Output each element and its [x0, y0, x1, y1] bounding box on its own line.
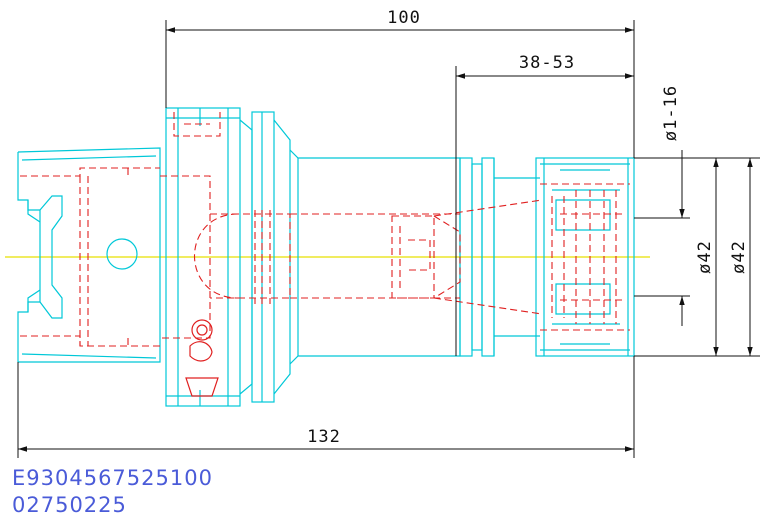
dim-d42-inner-label: ø42 [695, 240, 715, 274]
coolant-screw-circle [191, 319, 213, 341]
solid-red-details [185, 319, 219, 397]
dim-d1-16-label: ø1-16 [661, 85, 681, 141]
dim-100-label: 100 [387, 8, 421, 28]
dimension-lines [17, 20, 760, 458]
dim-38-53-label: 38-53 [519, 53, 575, 73]
part-code-line-2: 02750225 [12, 493, 127, 517]
dim-132-label: 132 [307, 427, 341, 447]
part-code-line-1: E9304567525100 [12, 466, 213, 490]
drive-slot-circle [106, 238, 138, 270]
dim-d42-outer-label: ø42 [729, 240, 749, 274]
hidden-lines [20, 112, 630, 347]
